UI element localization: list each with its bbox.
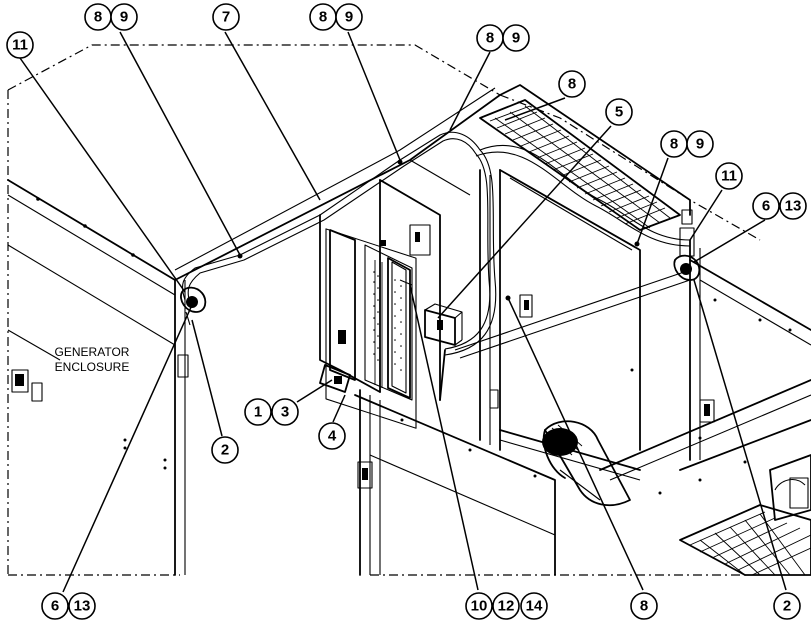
svg-text:8: 8 [670, 136, 678, 153]
svg-text:14: 14 [526, 598, 543, 615]
svg-text:2: 2 [783, 598, 791, 615]
callout-9-top2: 9 [502, 24, 530, 52]
callout-11-left: 11 [6, 31, 34, 59]
callout-13-bottom: 13 [68, 592, 96, 620]
svg-text:7: 7 [222, 9, 230, 26]
callout-8-topleft: 8 [84, 3, 112, 31]
lower-front-wall [354, 389, 556, 576]
enclosure-label-line1: GENERATOR [55, 345, 130, 359]
svg-text:8: 8 [640, 598, 648, 615]
callout-6-right: 6 [752, 192, 780, 220]
svg-text:11: 11 [721, 168, 737, 185]
junction-box [424, 303, 463, 346]
callout-9-topleft: 9 [110, 3, 138, 31]
svg-text:5: 5 [615, 104, 623, 121]
svg-text:9: 9 [696, 136, 704, 153]
callout-11-right: 11 [715, 162, 743, 190]
svg-text:9: 9 [345, 9, 353, 26]
callout-8-grate: 8 [558, 70, 586, 98]
callout-8-topmid: 8 [309, 3, 337, 31]
callout-2-right: 2 [773, 592, 801, 620]
roof-grate [479, 99, 681, 231]
callout-13-right: 13 [779, 192, 807, 220]
svg-text:9: 9 [120, 9, 128, 26]
svg-text:13: 13 [785, 198, 802, 215]
svg-text:8: 8 [568, 76, 576, 93]
callout-9-right: 9 [686, 130, 714, 158]
left-enclosure-wall [7, 179, 189, 576]
svg-text:6: 6 [51, 598, 59, 615]
callout-7: 7 [212, 3, 240, 31]
enclosure-phantom-outline [7, 44, 761, 576]
callout-4: 4 [318, 422, 346, 450]
svg-text:13: 13 [74, 598, 91, 615]
callout-5: 5 [605, 98, 633, 126]
svg-text:8: 8 [319, 9, 327, 26]
callout-9-topmid: 9 [335, 3, 363, 31]
svg-text:9: 9 [512, 30, 520, 47]
radiator-grille [679, 454, 811, 576]
exhaust-duct [542, 420, 631, 507]
leader-lines [19, 31, 787, 593]
right-grommet-clamp [673, 209, 701, 281]
cable-harness [181, 131, 691, 356]
svg-text:3: 3 [281, 404, 289, 421]
control-cabinet [319, 179, 441, 429]
callout-12: 12 [492, 592, 520, 620]
callout-3: 3 [271, 398, 299, 426]
enclosure-label-line2: ENCLOSURE [55, 360, 130, 374]
callout-1: 1 [244, 398, 272, 426]
interior-frame [439, 169, 811, 495]
svg-text:4: 4 [328, 428, 337, 445]
svg-text:12: 12 [498, 598, 515, 615]
callout-8-right: 8 [660, 130, 688, 158]
callout-2-left: 2 [211, 436, 239, 464]
svg-text:1: 1 [254, 404, 262, 421]
callout-6-bottom: 6 [41, 592, 69, 620]
callout-14: 14 [520, 592, 548, 620]
callout-8-bottom: 8 [630, 592, 658, 620]
left-grommet-clamp [180, 286, 207, 326]
callout-10: 10 [465, 592, 493, 620]
roof-structure [174, 84, 691, 281]
svg-text:11: 11 [12, 37, 28, 54]
svg-text:8: 8 [94, 9, 102, 26]
svg-text:8: 8 [486, 30, 494, 47]
svg-text:10: 10 [471, 598, 488, 615]
callout-8-top2: 8 [476, 24, 504, 52]
svg-text:2: 2 [221, 442, 229, 459]
svg-text:6: 6 [762, 198, 770, 215]
